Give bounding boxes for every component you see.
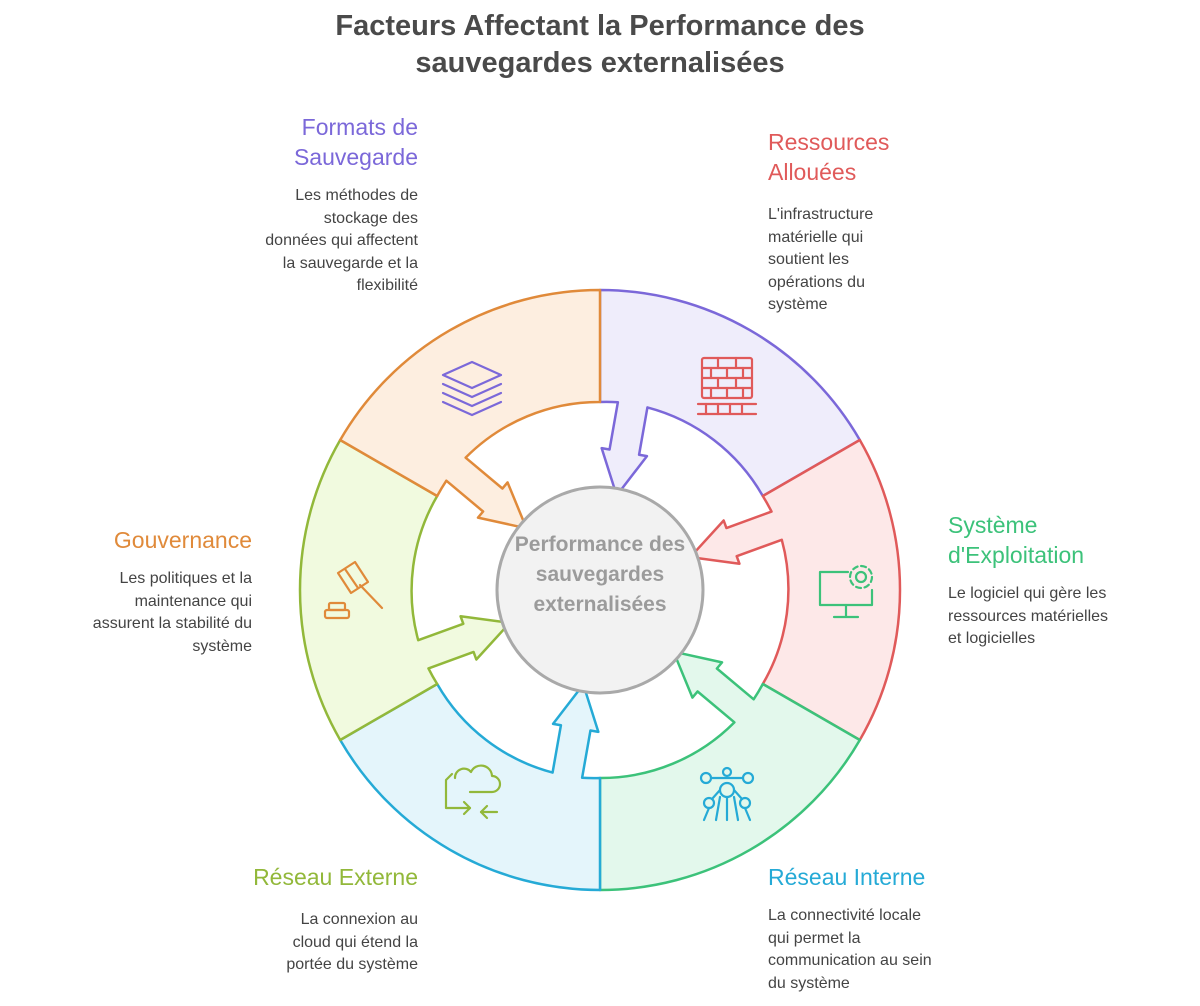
- segment-ressources: [688, 438, 902, 742]
- gouvernance-title: Gouvernance: [113, 527, 252, 553]
- ressources-description: L'infrastructure matérielle qui soutient…: [768, 206, 874, 313]
- systeme-title: Système d'Exploitation: [948, 512, 1085, 568]
- formats-title: Formats de Sauvegarde: [293, 114, 418, 170]
- ressources-title: Ressources Allouées: [768, 129, 890, 185]
- segment-interne: [338, 682, 602, 892]
- center-label: Performance des sauvegardes externalisée…: [514, 533, 686, 616]
- externe-title: Réseau Externe: [253, 864, 418, 890]
- formats-description: Les méthodes de stockage des données qui…: [265, 187, 418, 294]
- icon-layer: [323, 356, 874, 822]
- interne-description: La connectivité locale qui permet la com…: [768, 907, 932, 992]
- cloud-sync-icon: [444, 764, 502, 820]
- layers-icon: [441, 360, 503, 417]
- segment-formats: [598, 288, 862, 498]
- segment-externe: [298, 438, 512, 742]
- center-circle: [495, 485, 705, 695]
- externe-description: La connexion au cloud qui étend la porté…: [286, 911, 418, 973]
- computer-gear-icon: [818, 564, 874, 619]
- gouvernance-description: Les politiques et la maintenance qui ass…: [92, 570, 252, 655]
- page-title: Facteurs Affectant la Performance des sa…: [335, 10, 865, 79]
- gavel-icon: [323, 560, 384, 620]
- brick-wall-icon: [696, 356, 758, 416]
- interne-title: Réseau Interne: [768, 864, 926, 890]
- network-atom-icon: [699, 766, 755, 822]
- segment-gouvernance: [338, 288, 602, 530]
- systeme-description: Le logiciel qui gère les ressources maté…: [948, 585, 1109, 647]
